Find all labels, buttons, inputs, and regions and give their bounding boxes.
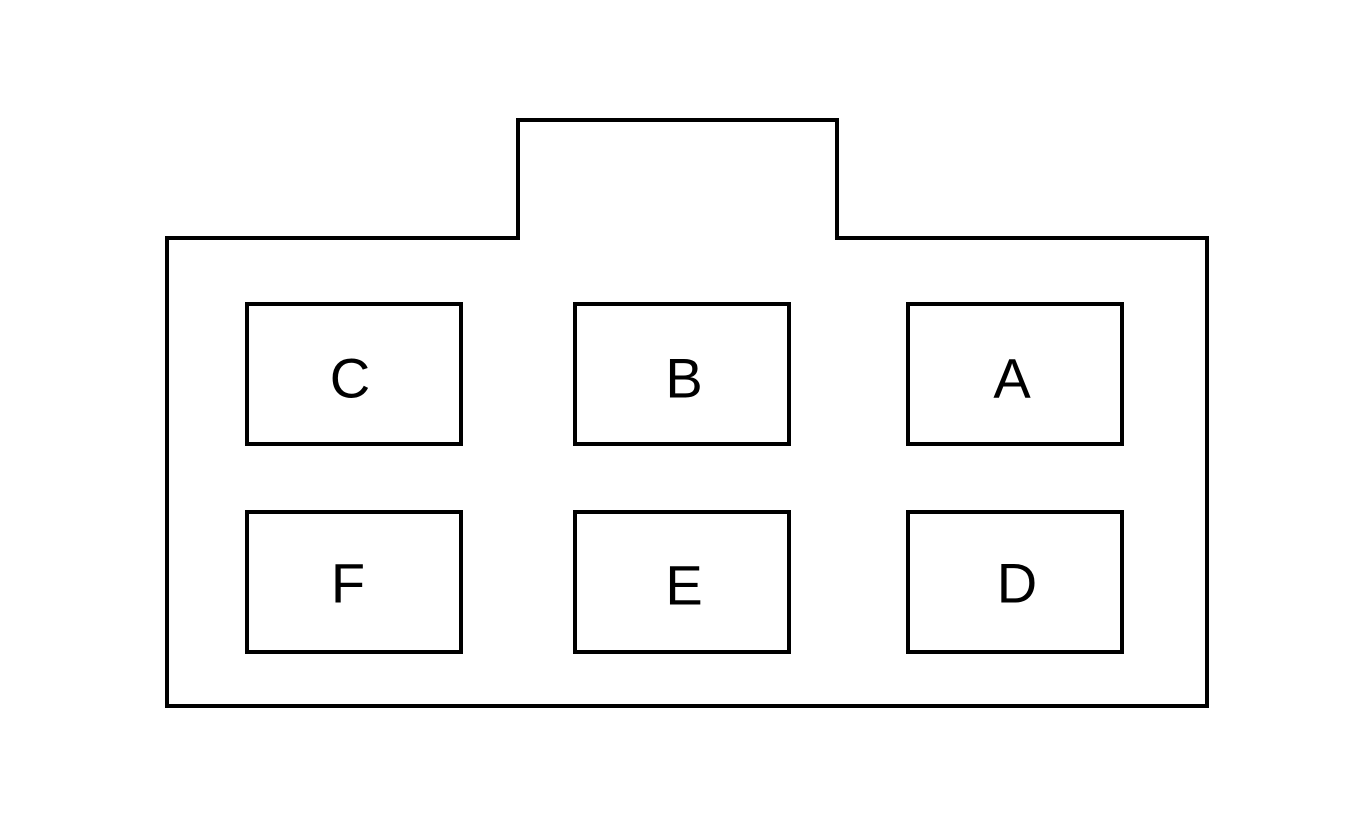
pin-label: A (993, 347, 1031, 410)
pin-cavity-box (245, 510, 463, 654)
pin-label: E (665, 554, 702, 617)
connector-housing (165, 118, 1209, 708)
pin-cavity-f: F (245, 510, 463, 654)
pin-cavity-b: B (573, 302, 791, 446)
pin-label: C (330, 347, 370, 410)
pin-cavity-box (573, 302, 791, 446)
pin-cavity-box (245, 302, 463, 446)
pin-label: F (331, 552, 365, 615)
pin-cavity-box (906, 302, 1124, 446)
pin-label: D (997, 552, 1037, 615)
pin-cavity-c: C (245, 302, 463, 446)
pin-cavity-e: E (573, 510, 791, 654)
pin-label: B (665, 347, 702, 410)
pin-cavity-box (573, 510, 791, 654)
pin-cavity-a: A (906, 302, 1124, 446)
pin-cavity-box (906, 510, 1124, 654)
pin-cavity-d: D (906, 510, 1124, 654)
